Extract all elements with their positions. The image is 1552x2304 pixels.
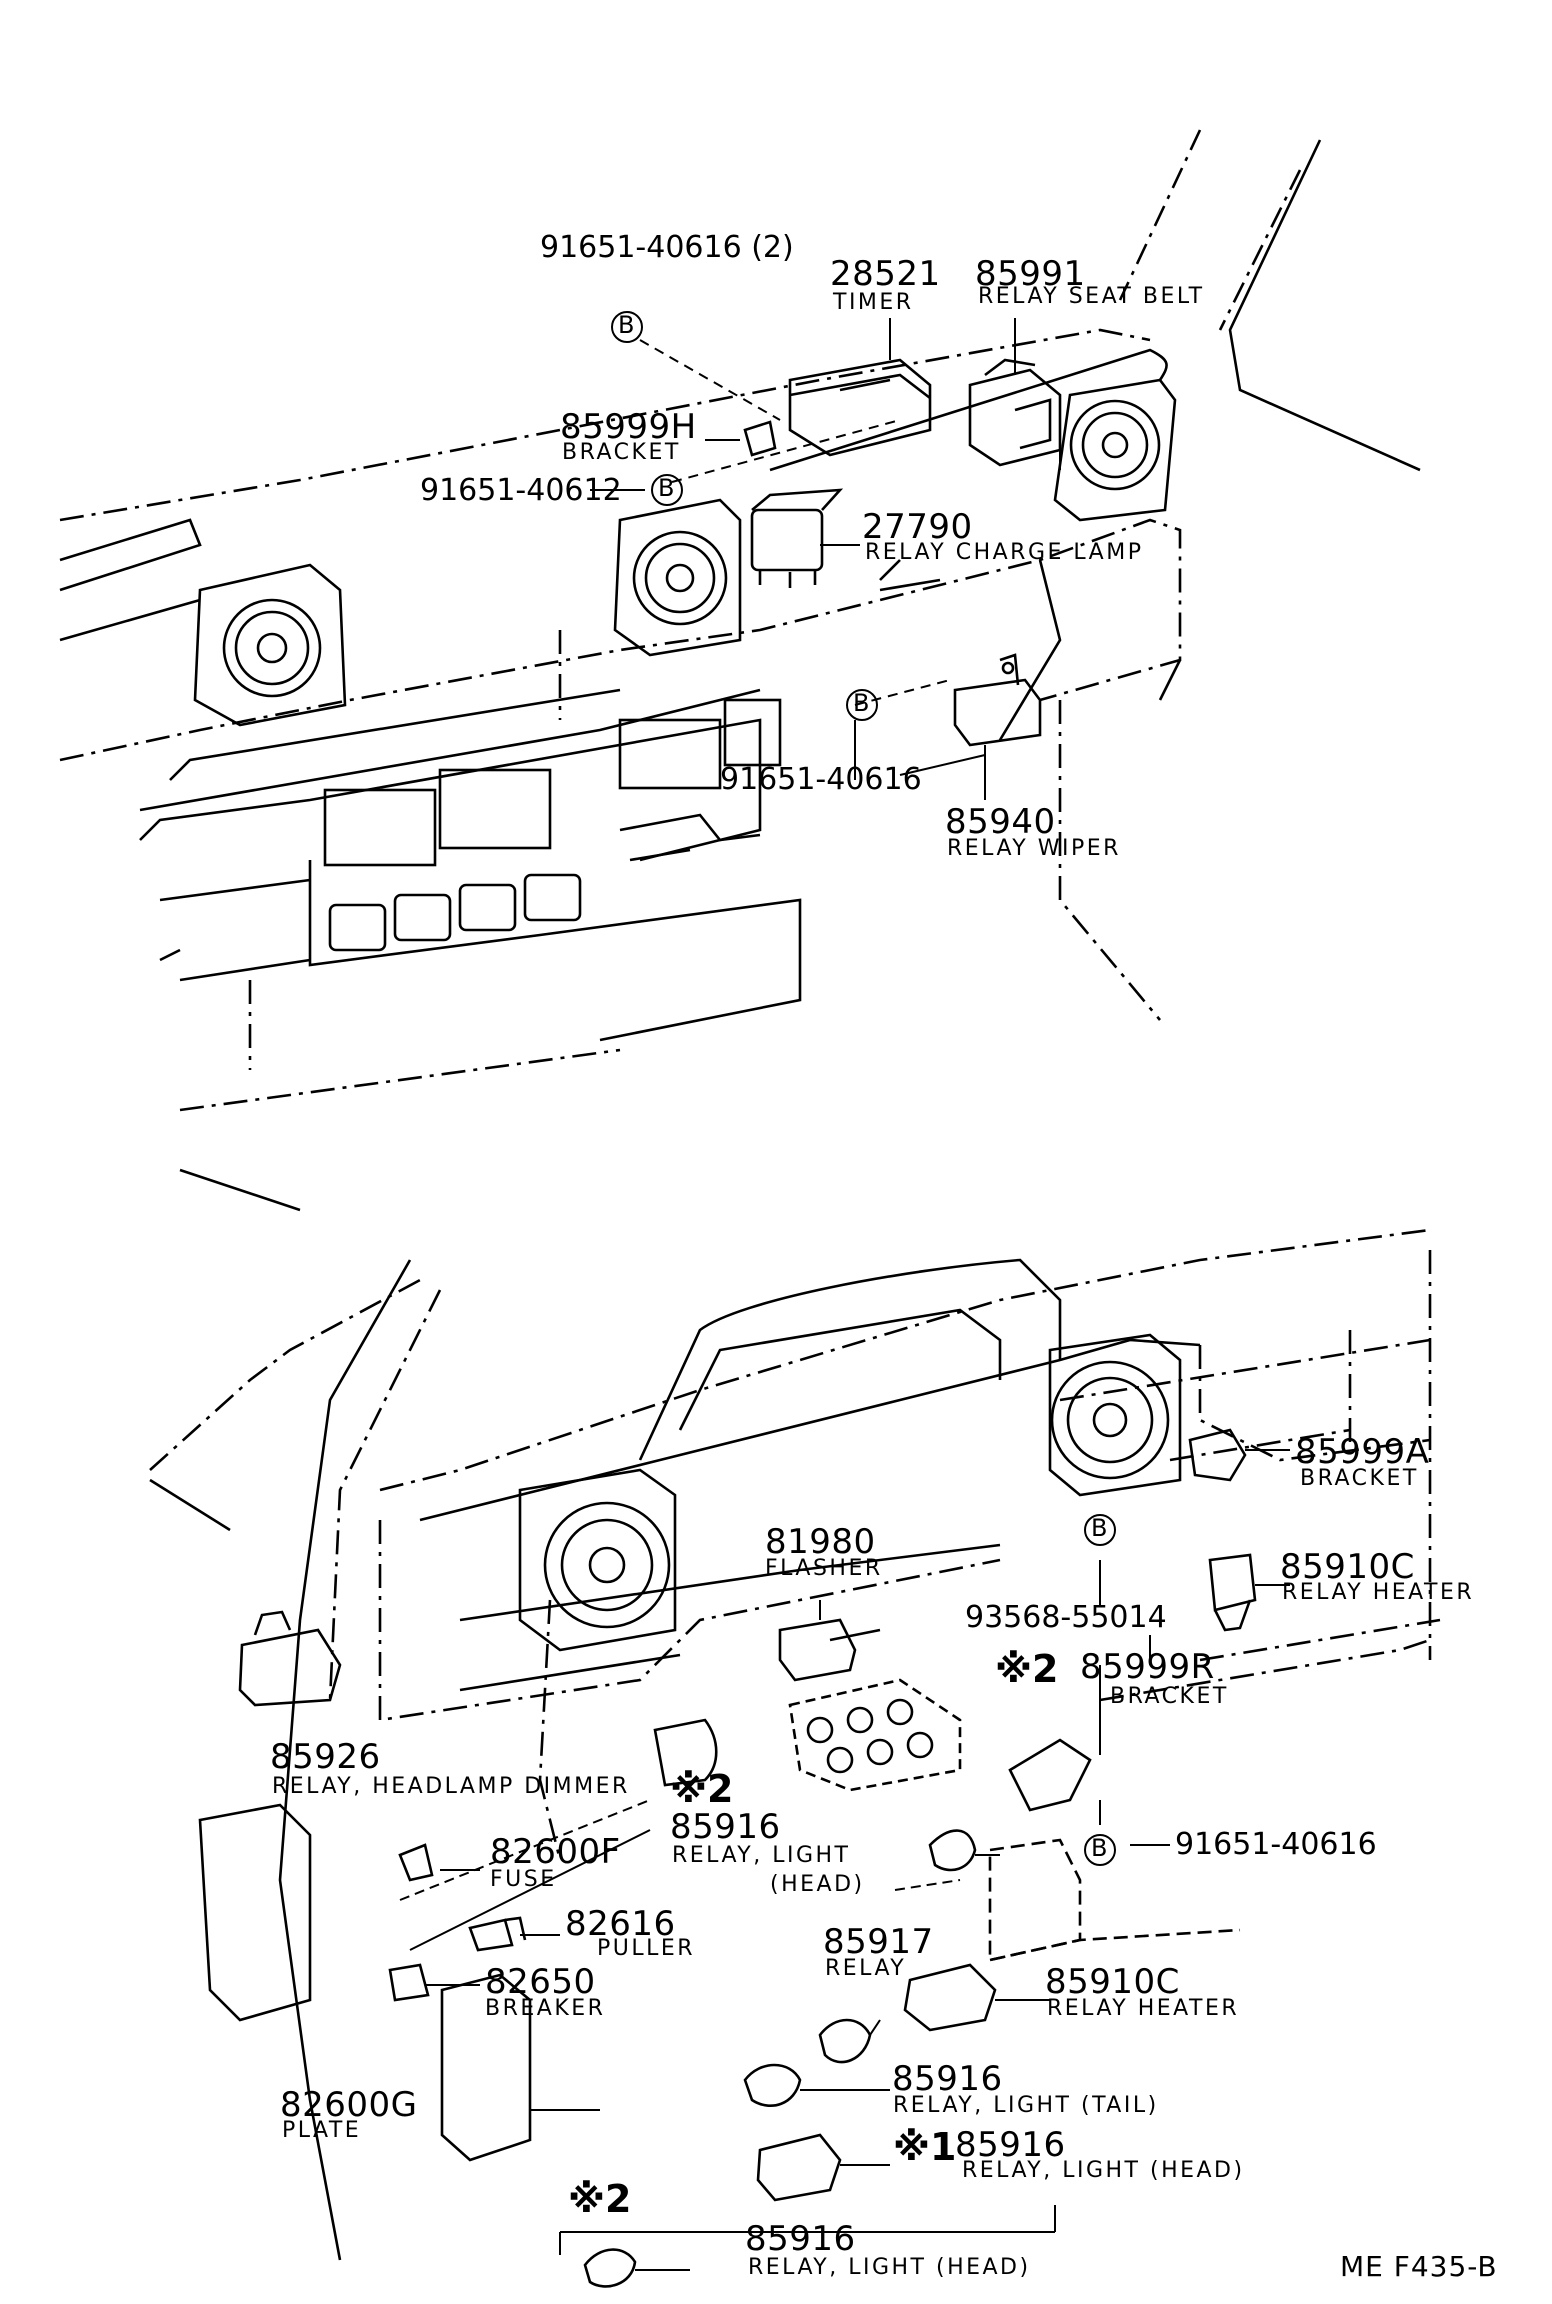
- part-number-85999h: 85999H: [560, 407, 697, 447]
- part-number-91651-40616-lower: 91651-40616: [1175, 1827, 1377, 1862]
- part-number-85940: 85940: [945, 802, 1056, 842]
- part-desc-plate: PLATE: [282, 2118, 362, 2143]
- diagram-code: ME F435-B: [1340, 2250, 1498, 2283]
- part-number-85926: 85926: [270, 1737, 381, 1777]
- lower-vents: [518, 1333, 1182, 1652]
- part-number-91651-40616-2: 91651-40616 (2): [540, 230, 794, 265]
- upper-components: [743, 358, 1062, 747]
- part-desc-fuse: FUSE: [490, 1867, 557, 1892]
- part-number-27790: 27790: [862, 507, 973, 547]
- part-number-28521: 28521: [830, 254, 941, 294]
- part-number-85999a: 85999A: [1295, 1432, 1430, 1472]
- part-desc-relay-light-head-3: RELAY, LIGHT (HEAD): [748, 2255, 1031, 2280]
- part-number-81980: 81980: [765, 1522, 876, 1562]
- part-number-91651-40612: 91651-40612: [420, 473, 622, 508]
- note-mark-2-box: ※2: [568, 2177, 632, 2221]
- part-desc-relay-heater: RELAY HEATER: [1282, 1580, 1475, 1605]
- upper-vents: [222, 399, 1161, 698]
- part-desc-relay-light-tail: RELAY, LIGHT (TAIL): [893, 2093, 1159, 2118]
- part-desc-relay-heater-2: RELAY HEATER: [1047, 1996, 1240, 2021]
- part-desc-relay-charge-lamp: RELAY CHARGE LAMP: [865, 540, 1144, 565]
- part-desc-relay-wiper: RELAY WIPER: [947, 836, 1121, 861]
- b-symbol-3: B: [853, 689, 870, 717]
- upper-leader-lines: [590, 318, 1061, 800]
- part-desc-relay-light-head-2: RELAY, LIGHT (HEAD): [962, 2158, 1245, 2183]
- part-desc-relay-seat-belt: RELAY SEAT BELT: [978, 284, 1205, 309]
- note-mark-2-dimmer: ※2: [670, 1767, 734, 1811]
- b-symbol-5: B: [1091, 1834, 1108, 1862]
- part-number-85916-head-3: 85916: [745, 2219, 856, 2259]
- lower-dashboard-outline: [149, 1228, 1441, 2261]
- part-number-82650: 82650: [485, 1962, 596, 2002]
- b-callouts: [611, 311, 1116, 1866]
- part-desc-relay-light-head: RELAY, LIGHT: [672, 1843, 851, 1868]
- note-mark-2: ※2: [995, 1647, 1059, 1691]
- part-number-85910c-2: 85910C: [1045, 1962, 1180, 2002]
- part-number-85991: 85991: [975, 254, 1086, 294]
- part-number-91651-40616-upper: 91651-40616: [720, 762, 922, 797]
- part-number-85910c: 85910C: [1280, 1547, 1415, 1587]
- part-number-85999r: 85999R: [1080, 1647, 1215, 1687]
- b-symbol-4: B: [1091, 1514, 1108, 1542]
- part-desc-relay-85917: RELAY: [825, 1956, 907, 1981]
- part-number-82600f: 82600F: [490, 1832, 621, 1872]
- part-desc-puller: PULLER: [597, 1936, 696, 1961]
- part-number-85916-tail: 85916: [892, 2059, 1003, 2099]
- part-number-85916-head: 85916: [670, 1807, 781, 1847]
- lower-components: [238, 1428, 1257, 2288]
- lower-leader-lines: [399, 1449, 1290, 2271]
- part-desc-relay-light-head-paren: (HEAD): [770, 1872, 865, 1897]
- part-desc-bracket-r: BRACKET: [1110, 1684, 1229, 1709]
- b-symbol-2: B: [658, 474, 675, 502]
- part-desc-bracket-a: BRACKET: [1300, 1466, 1419, 1491]
- upper-dashboard-outline: [59, 129, 1421, 1212]
- b-symbol-1: B: [618, 311, 635, 339]
- part-desc-flasher: FLASHER: [765, 1556, 883, 1581]
- part-desc-timer: TIMER: [833, 290, 914, 315]
- part-number-93568-55014: 93568-55014: [965, 1600, 1167, 1635]
- part-number-82616: 82616: [565, 1904, 676, 1944]
- part-number-85917: 85917: [823, 1922, 934, 1962]
- part-desc-breaker: BREAKER: [485, 1996, 606, 2021]
- part-desc-relay-headlamp-dimmer: RELAY, HEADLAMP DIMMER: [272, 1774, 630, 1799]
- part-number-82600g: 82600G: [280, 2085, 418, 2125]
- part-desc-bracket-h: BRACKET: [562, 440, 681, 465]
- part-number-85916-head-2: 85916: [955, 2125, 1066, 2165]
- note-mark-1: ※1: [893, 2125, 957, 2169]
